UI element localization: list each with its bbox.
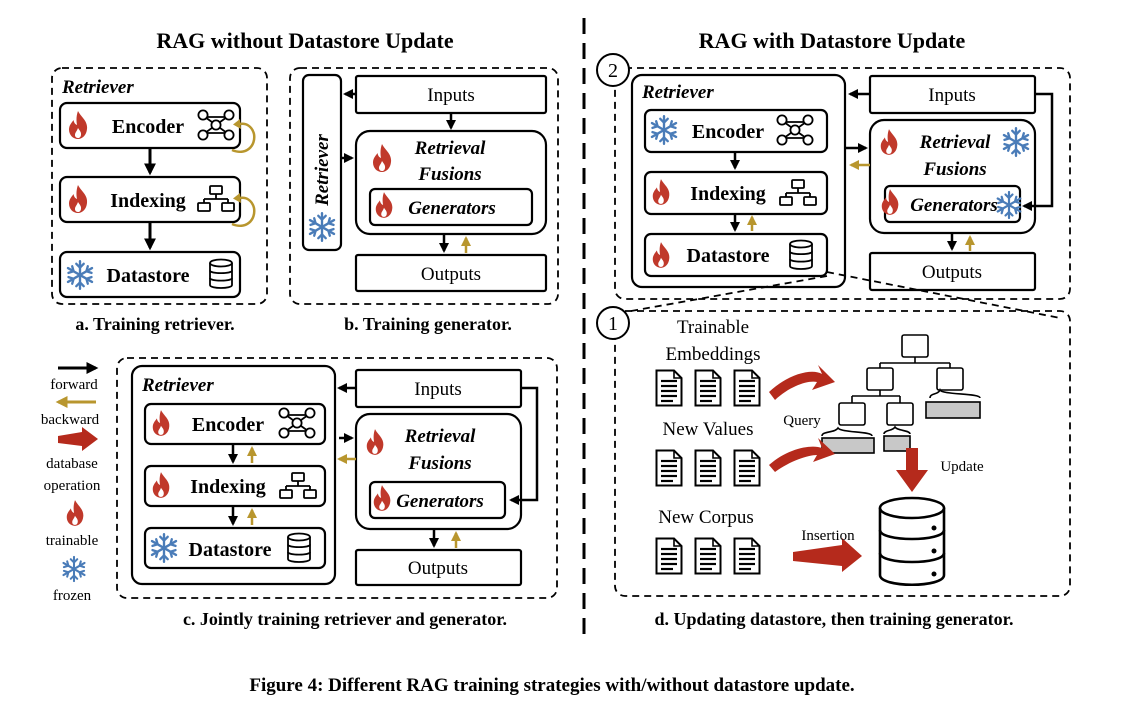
- panel-c-datastore-label: Datastore: [189, 539, 272, 561]
- document-icon: [694, 369, 722, 407]
- panel-b-fusions-line1: Retrieval: [414, 138, 486, 159]
- panel-a: Retriever Encoder Indexing Datastore a. …: [51, 67, 268, 334]
- panel-c: Retriever Encoder Indexing Datastore Inp…: [116, 357, 558, 629]
- figure-caption: Figure 4: Different RAG training strateg…: [249, 675, 854, 696]
- panel-b-generators-label: Generators: [408, 198, 496, 219]
- legend-snowflake-icon: [62, 555, 86, 583]
- database-operation-arrow: [769, 365, 835, 400]
- trainable-embeddings-line2: Embeddings: [666, 344, 761, 365]
- legend-forward-label: forward: [50, 377, 98, 393]
- step-2-badge: [596, 53, 630, 87]
- panel-c-encoder-label: Encoder: [192, 414, 264, 436]
- panel-c-indexing-label: Indexing: [190, 476, 266, 498]
- panel-c-retriever-title: Retriever: [141, 375, 214, 396]
- panel-d-indexing-label: Indexing: [690, 183, 766, 205]
- panel-c-generators-box: [368, 480, 507, 520]
- step-1-badge: [596, 306, 630, 340]
- panel-b-fusions-line2: Fusions: [417, 164, 481, 185]
- panel-b-generators-box: [368, 187, 534, 227]
- legend-backward-label: backward: [41, 412, 100, 428]
- document-icon: [733, 537, 761, 575]
- step-1-label: 1: [608, 313, 618, 335]
- legend-database-line1: database: [46, 456, 98, 472]
- datastore-database-icon: [878, 496, 946, 587]
- panel-a-retriever-title: Retriever: [61, 77, 134, 98]
- panel-a-datastore-box: [58, 250, 242, 299]
- database-operation-arrow: [769, 438, 835, 472]
- forward-arrow: [1022, 92, 1054, 211]
- panel-d-fusions-line2: Fusions: [922, 159, 986, 180]
- panel-a-indexing-label: Indexing: [110, 190, 186, 212]
- insertion-label: Insertion: [801, 528, 855, 544]
- panel-a-caption: a. Training retriever.: [75, 314, 234, 334]
- document-icon: [733, 369, 761, 407]
- panel-d-datastore-label: Datastore: [687, 245, 770, 267]
- panel-d-top: 2 Retriever Encoder Indexing Datastore I…: [596, 53, 1071, 300]
- panel-c-datastore-box: [143, 526, 327, 570]
- panel-b: Retriever Inputs Retrieval Fusions Gener…: [289, 67, 559, 334]
- panel-d-datastore-box: [643, 232, 829, 278]
- panel-c-fusions-line1: Retrieval: [404, 426, 476, 447]
- legend-database-arrow: [58, 427, 98, 451]
- document-icon: [733, 449, 761, 487]
- panel-d-encoder-label: Encoder: [692, 121, 764, 143]
- panel-c-fusions-line2: Fusions: [407, 453, 471, 474]
- panel-d-retriever-title: Retriever: [641, 82, 714, 103]
- panel-d-outputs-box: [868, 251, 1037, 292]
- panel-b-frame: [289, 67, 559, 305]
- panel-a-datastore-label: Datastore: [107, 265, 190, 287]
- panel-b-retriever-label: Retriever: [312, 134, 333, 207]
- panel-b-outputs-label: Outputs: [421, 264, 481, 285]
- document-icon: [694, 449, 722, 487]
- panel-d-bottom: 1 Trainable Embeddings New Values New Co…: [596, 306, 1071, 629]
- new-values-label: New Values: [663, 419, 754, 440]
- update-arrow: [896, 448, 928, 492]
- update-label: Update: [940, 459, 984, 475]
- header-without-update: RAG without Datastore Update: [156, 28, 453, 53]
- panel-a-frame: [51, 67, 268, 305]
- forward-arrow: [509, 386, 539, 505]
- document-icon: [655, 449, 683, 487]
- panel-c-inputs-label: Inputs: [414, 379, 462, 400]
- database-icon: [209, 258, 233, 289]
- header-with-update: RAG with Datastore Update: [699, 28, 966, 53]
- panel-d-generators-label: Generators: [910, 195, 998, 216]
- panel-c-outputs-label: Outputs: [408, 558, 468, 579]
- database-icon: [287, 532, 311, 563]
- panel-c-outputs-box: [354, 548, 523, 587]
- panel-d-top-frame: [614, 67, 1071, 300]
- panel-b-retriever-bar: [301, 73, 343, 252]
- legend-database-line2: operation: [44, 478, 101, 494]
- panel-d-caption: d. Updating datastore, then training gen…: [654, 609, 1013, 629]
- document-icon: [655, 537, 683, 575]
- panel-d-outputs-label: Outputs: [922, 262, 982, 283]
- query-label: Query: [783, 413, 821, 429]
- insertion-arrow: [793, 538, 862, 572]
- panel-d-bottom-frame: [614, 310, 1071, 597]
- legend: forward backward database operation trai…: [41, 362, 101, 604]
- legend-frozen-label: frozen: [53, 588, 92, 604]
- trainable-embeddings-line1: Trainable: [677, 317, 749, 338]
- database-icon: [789, 239, 813, 270]
- panel-b-caption: b. Training generator.: [344, 314, 512, 334]
- panel-b-outputs-box: [354, 253, 548, 293]
- panel-a-encoder-label: Encoder: [112, 116, 184, 138]
- panel-d-inputs-label: Inputs: [928, 85, 976, 106]
- panel-c-generators-label: Generators: [396, 491, 484, 512]
- document-icon: [655, 369, 683, 407]
- panel-b-inputs-label: Inputs: [427, 85, 475, 106]
- document-icon: [694, 537, 722, 575]
- panel-c-caption: c. Jointly training retriever and genera…: [183, 609, 507, 629]
- panel-c-frame: [116, 357, 558, 599]
- new-corpus-label: New Corpus: [658, 507, 754, 528]
- step-2-label: 2: [608, 60, 618, 82]
- legend-flame-icon: [66, 500, 84, 526]
- legend-trainable-label: trainable: [46, 533, 99, 549]
- panel-d-fusions-line1: Retrieval: [919, 132, 991, 153]
- index-tree: [821, 334, 981, 454]
